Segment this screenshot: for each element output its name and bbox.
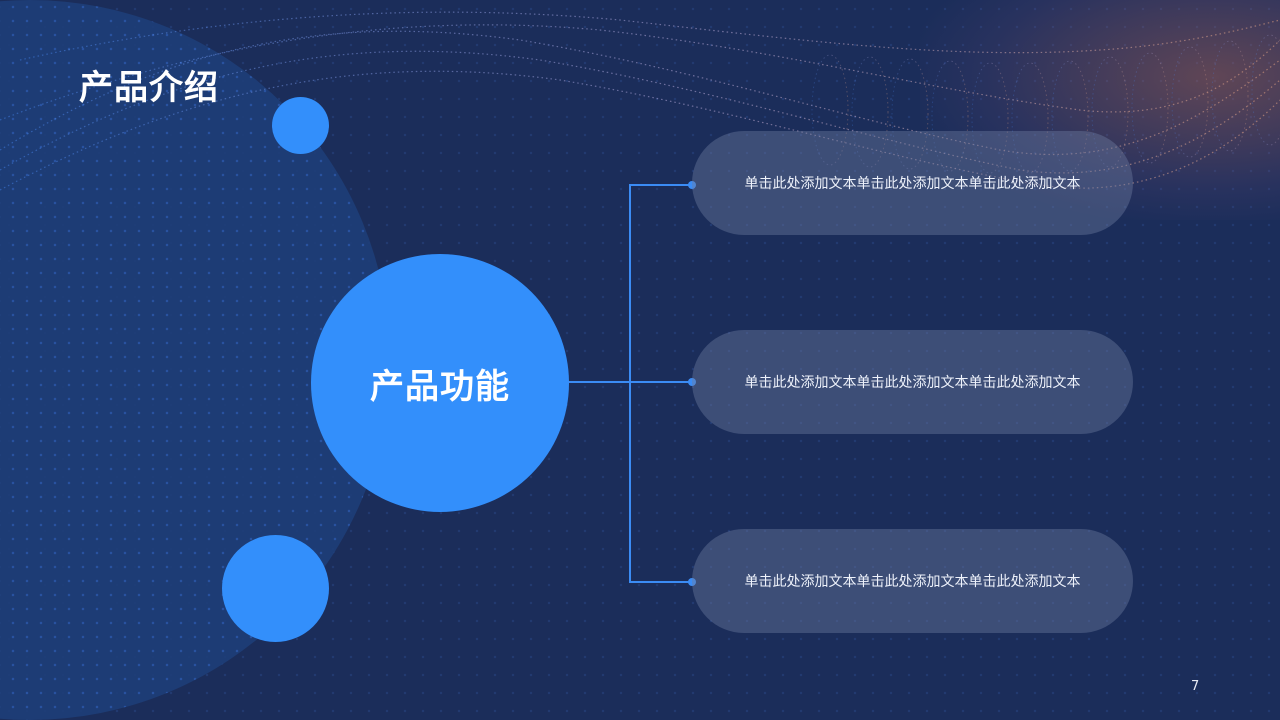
item-text-1: 单击此处添加文本单击此处添加文本单击此处添加文本 [744, 176, 1081, 192]
item-text-box-1[interactable]: 单击此处添加文本单击此处添加文本单击此处添加文本 [692, 131, 1133, 235]
item-text-box-2[interactable]: 单击此处添加文本单击此处添加文本单击此处添加文本 [692, 330, 1133, 434]
center-topic-label: 产品功能 [370, 366, 510, 407]
connector-vertical [629, 184, 631, 582]
decorative-circle-bottom [222, 535, 329, 642]
connector-dot-1 [688, 181, 696, 189]
connector-branch-3 [629, 581, 692, 583]
slide-title: 产品介绍 [79, 68, 219, 108]
decorative-circle-top [272, 97, 329, 154]
connector-dot-3 [688, 578, 696, 586]
connector-dot-2 [688, 378, 696, 386]
item-text-3: 单击此处添加文本单击此处添加文本单击此处添加文本 [744, 574, 1081, 590]
center-topic-circle[interactable]: 产品功能 [311, 254, 569, 512]
item-text-box-3[interactable]: 单击此处添加文本单击此处添加文本单击此处添加文本 [692, 529, 1133, 633]
connector-branch-1 [629, 184, 692, 186]
item-text-2: 单击此处添加文本单击此处添加文本单击此处添加文本 [744, 375, 1081, 391]
page-number: 7 [1191, 679, 1200, 694]
